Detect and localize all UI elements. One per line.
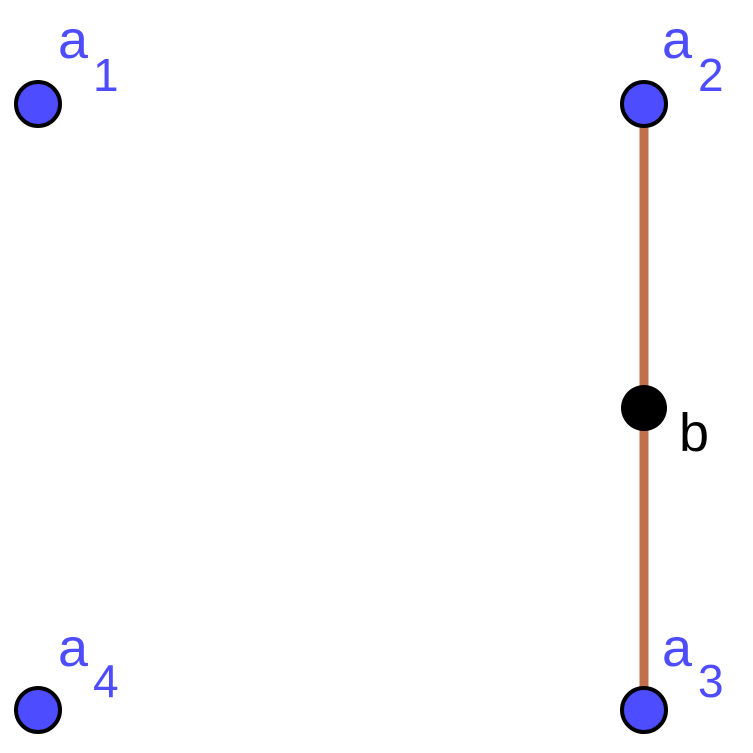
point-a4-dot [14,686,62,734]
point-a1-subscript: 1 [93,49,119,101]
point-a1-label: a [58,10,89,70]
point-b-dot [621,385,667,431]
point-a2-dot [620,80,668,128]
point-a4-label: a [58,618,89,678]
point-a2-subscript: 2 [698,49,724,101]
point-a3: a 3 [620,618,724,734]
point-a3-label: a [662,618,693,678]
point-a4-subscript: 4 [93,655,119,707]
point-a4: a 4 [14,618,119,734]
point-b: b [621,385,709,463]
point-a3-dot [620,686,668,734]
point-a1: a 1 [14,10,119,128]
point-b-label: b [679,403,709,463]
point-a3-subscript: 3 [698,655,724,707]
point-a2: a 2 [620,10,724,128]
point-a2-label: a [662,10,693,70]
point-a1-dot [14,80,62,128]
